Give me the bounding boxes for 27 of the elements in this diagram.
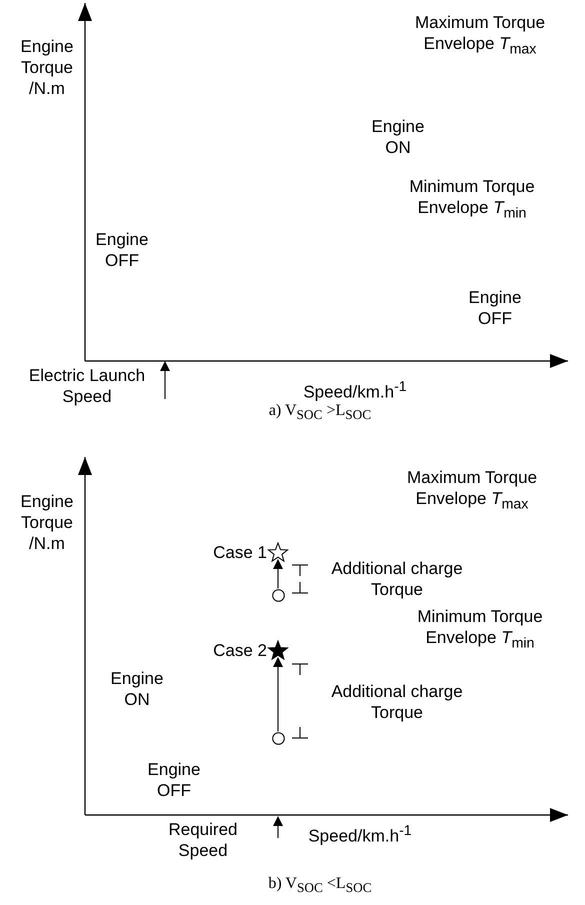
case-label: Case 2 bbox=[213, 640, 267, 661]
arrow bbox=[273, 657, 283, 732]
speed-label: Required Speed bbox=[168, 819, 238, 861]
axis-title: Engine Torque /N.m bbox=[20, 491, 74, 554]
torque-label: Additional charge Torque bbox=[330, 558, 464, 600]
curve-label: Minimum Torque Envelope T$_{min}$ bbox=[416, 606, 544, 654]
axis-title: Speed/km.h$^{-1}$ bbox=[303, 378, 407, 403]
speed-label: Electric Launch Speed bbox=[28, 365, 146, 407]
star-marker bbox=[268, 641, 288, 661]
region-label: Engine OFF bbox=[94, 229, 150, 271]
region-label: Engine OFF bbox=[146, 759, 202, 801]
caption: b) V$_{SOC}$ <L$_{SOC}$ bbox=[268, 874, 372, 898]
region-label: Engine ON bbox=[370, 116, 426, 158]
curve-label: Maximum Torque Envelope T$_{max}$ bbox=[414, 12, 546, 60]
axis-title: Speed/km.h$^{-1}$ bbox=[308, 822, 412, 847]
star-marker bbox=[268, 543, 288, 563]
caption: a) V$_{SOC}$ >L$_{SOC}$ bbox=[268, 401, 372, 424]
circle-marker bbox=[272, 588, 284, 602]
region-label: Engine ON bbox=[110, 668, 164, 710]
axis-title: Engine Torque /N.m bbox=[20, 36, 74, 99]
arrow bbox=[273, 559, 283, 589]
torque-label: Additional charge Torque bbox=[330, 681, 464, 723]
region-label: Engine OFF bbox=[468, 287, 522, 329]
circle-marker bbox=[272, 732, 284, 744]
curve-label: Minimum Torque Envelope T$_{min}$ bbox=[408, 176, 536, 224]
case-label: Case 1 bbox=[213, 542, 267, 563]
curve-label: Maximum Torque Envelope T$_{max}$ bbox=[406, 467, 538, 514]
